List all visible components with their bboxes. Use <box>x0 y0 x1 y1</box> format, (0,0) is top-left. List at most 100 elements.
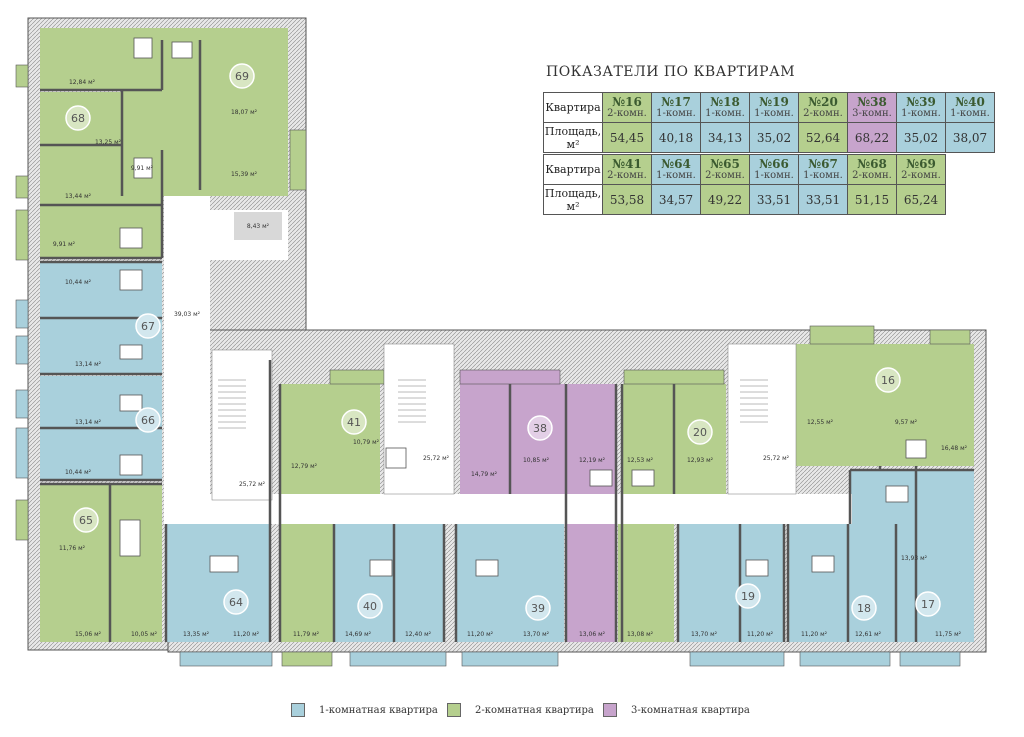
svg-text:25,72 м²: 25,72 м² <box>763 455 790 462</box>
apt-label: 19 <box>741 590 755 603</box>
svg-text:10,44 м²: 10,44 м² <box>65 279 92 286</box>
apt-label: 66 <box>141 414 155 427</box>
svg-text:14,69 м²: 14,69 м² <box>345 631 372 638</box>
legend-swatch <box>291 703 305 717</box>
area-cell: 54,45 <box>602 122 652 153</box>
area-cell: 51,15 <box>847 184 897 215</box>
area-cell: 65,24 <box>896 184 946 215</box>
svg-text:13,25 м²: 13,25 м² <box>95 139 122 146</box>
svg-text:11,20 м²: 11,20 м² <box>747 631 774 638</box>
legend-label: 3-комнатная квартира <box>631 704 750 716</box>
svg-text:25,72 м²: 25,72 м² <box>239 481 266 488</box>
svg-text:12,61 м²: 12,61 м² <box>855 631 882 638</box>
svg-text:15,39 м²: 15,39 м² <box>231 171 258 178</box>
apt-label: 67 <box>141 320 155 333</box>
svg-text:11,79 м²: 11,79 м² <box>293 631 320 638</box>
apt-label: 69 <box>235 70 249 83</box>
svg-text:9,57 м²: 9,57 м² <box>895 419 918 426</box>
svg-text:11,76 м²: 11,76 м² <box>59 545 86 552</box>
table-title: ПОКАЗАТЕЛИ ПО КВАРТИРАМ <box>546 64 796 80</box>
svg-text:12,53 м²: 12,53 м² <box>627 457 654 464</box>
row-label-area: Площадь, м² <box>543 184 603 215</box>
svg-text:25,72 м²: 25,72 м² <box>423 455 450 462</box>
svg-text:9,91 м²: 9,91 м² <box>131 165 154 172</box>
apt-label: 68 <box>71 112 85 125</box>
svg-text:13,35 м²: 13,35 м² <box>183 631 210 638</box>
area-cell: 35,02 <box>896 122 946 153</box>
row-label-area: Площадь, м² <box>543 122 603 153</box>
hall-8 <box>234 212 282 240</box>
apt-16-area <box>796 344 974 466</box>
apt-39-area <box>456 524 564 642</box>
svg-text:13,70 м²: 13,70 м² <box>691 631 718 638</box>
interior-walls <box>40 40 974 642</box>
apt-label: 20 <box>693 426 707 439</box>
bath-fixtures <box>119 37 927 577</box>
stair-1 <box>211 349 273 501</box>
svg-text:12,19 м²: 12,19 м² <box>579 457 606 464</box>
area-cell: 52,64 <box>798 122 848 153</box>
row-label-apartment: Квартира <box>543 92 603 123</box>
legend-swatch <box>603 703 617 717</box>
apt-40-area <box>334 524 444 642</box>
area-cell: 34,13 <box>700 122 750 153</box>
apt-19-area <box>678 524 784 642</box>
area-cell: 68,22 <box>847 122 897 153</box>
apt-label: 17 <box>921 598 935 611</box>
apt-label: 65 <box>79 514 93 527</box>
svg-text:18,07 м²: 18,07 м² <box>231 109 258 116</box>
apt-label: 18 <box>857 602 871 615</box>
apt-64-area <box>166 524 270 642</box>
svg-text:11,20 м²: 11,20 м² <box>801 631 828 638</box>
legend-3room: 3-комнатная квартира <box>603 703 750 717</box>
svg-text:14,79 м²: 14,79 м² <box>471 471 498 478</box>
area-cell: 33,51 <box>798 184 848 215</box>
apt-41-area-2 <box>360 384 380 494</box>
svg-text:13,14 м²: 13,14 м² <box>75 361 102 368</box>
legend-label: 2-комнатная квартира <box>475 704 594 716</box>
area-cell: 33,51 <box>749 184 799 215</box>
svg-text:12,40 м²: 12,40 м² <box>405 631 432 638</box>
svg-text:13,14 м²: 13,14 м² <box>75 419 102 426</box>
svg-text:39,03 м²: 39,03 м² <box>174 311 201 318</box>
stair-treads <box>218 379 768 429</box>
area-cell: 53,58 <box>602 184 652 215</box>
stair-2 <box>383 343 455 495</box>
area-cell: 49,22 <box>700 184 750 215</box>
apt-label: 16 <box>881 374 895 387</box>
apt-label: 38 <box>533 422 547 435</box>
svg-text:13,06 м²: 13,06 м² <box>579 631 606 638</box>
area-cell: 34,57 <box>651 184 701 215</box>
svg-text:11,75 м²: 11,75 м² <box>935 631 962 638</box>
svg-text:13,44 м²: 13,44 м² <box>65 193 92 200</box>
svg-text:10,79 м²: 10,79 м² <box>353 439 380 446</box>
apt-label: 41 <box>347 416 361 429</box>
apt-label: 64 <box>229 596 243 609</box>
svg-text:8,43 м²: 8,43 м² <box>247 223 270 230</box>
svg-text:11,20 м²: 11,20 м² <box>233 631 260 638</box>
legend-2room: 2-комнатная квартира <box>447 703 594 717</box>
svg-text:13,08 м²: 13,08 м² <box>627 631 654 638</box>
area-cell: 40,18 <box>651 122 701 153</box>
svg-text:12,79 м²: 12,79 м² <box>291 463 318 470</box>
room-area-labels: 12,84 м² 18,07 м² 15,39 м² 9,91 м² 13,25… <box>53 79 968 638</box>
svg-text:13,70 м²: 13,70 м² <box>523 631 550 638</box>
stair-3 <box>727 343 797 495</box>
svg-text:12,93 м²: 12,93 м² <box>687 457 714 464</box>
svg-text:13,93 м²: 13,93 м² <box>901 555 928 562</box>
svg-text:12,55 м²: 12,55 м² <box>807 419 834 426</box>
apartment-numbers: 69 68 67 66 65 64 41 40 38 39 20 19 16 1… <box>65 63 941 621</box>
